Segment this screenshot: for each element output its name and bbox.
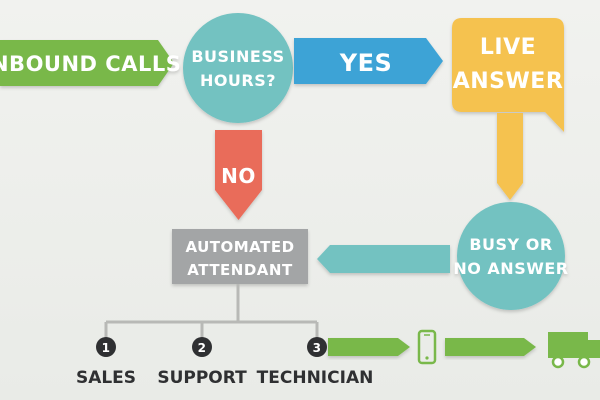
option-number-badge xyxy=(96,337,116,357)
no-label: NO xyxy=(221,164,256,188)
menu-tree-lines xyxy=(104,284,319,340)
live-to-busy-arrow xyxy=(497,113,523,200)
option-label: SALES xyxy=(76,368,136,388)
yes-label: YES xyxy=(339,49,393,77)
busy-to-attendant-arrow xyxy=(317,245,450,273)
live-answer-label-line1: LIVE xyxy=(480,35,536,60)
business-hours-label-line2: HOURS? xyxy=(200,71,276,90)
business-hours-label-line1: BUSINESS xyxy=(191,47,284,66)
option-number: 1 xyxy=(102,341,111,355)
automated-label-line1: AUTOMATED xyxy=(185,238,294,256)
option-number-badge xyxy=(307,337,327,357)
automated-label-line2: ATTENDANT xyxy=(187,261,293,279)
business-hours-node: BUSINESS HOURS? xyxy=(183,13,293,123)
mobile-phone-icon xyxy=(417,329,437,365)
automated-attendant-node: AUTOMATED ATTENDANT xyxy=(172,229,308,284)
no-arrow: NO xyxy=(215,130,262,220)
delivery-truck-icon xyxy=(548,332,600,369)
yes-arrow: YES xyxy=(294,38,443,84)
option-technician: 3 TECHNICIAN xyxy=(257,337,374,388)
live-answer-bubble: LIVE ANSWER xyxy=(452,18,564,132)
option-support: 2 SUPPORT xyxy=(157,337,247,388)
inbound-calls-arrow: INBOUND CALLS xyxy=(0,40,181,86)
option-sales: 1 SALES xyxy=(76,337,136,388)
busy-label-line2: NO ANSWER xyxy=(453,259,568,278)
technician-to-phone-arrow xyxy=(328,338,410,356)
busy-no-answer-node: BUSY OR NO ANSWER xyxy=(453,202,568,310)
option-number: 3 xyxy=(313,341,322,355)
inbound-calls-label: INBOUND CALLS xyxy=(0,52,181,76)
live-answer-label-line2: ANSWER xyxy=(453,69,564,94)
option-label: TECHNICIAN xyxy=(257,368,374,388)
busy-label-line1: BUSY OR xyxy=(469,235,552,254)
option-label: SUPPORT xyxy=(157,368,247,388)
option-number: 2 xyxy=(198,341,207,355)
option-number-badge xyxy=(192,337,212,357)
phone-to-truck-arrow xyxy=(445,338,536,356)
